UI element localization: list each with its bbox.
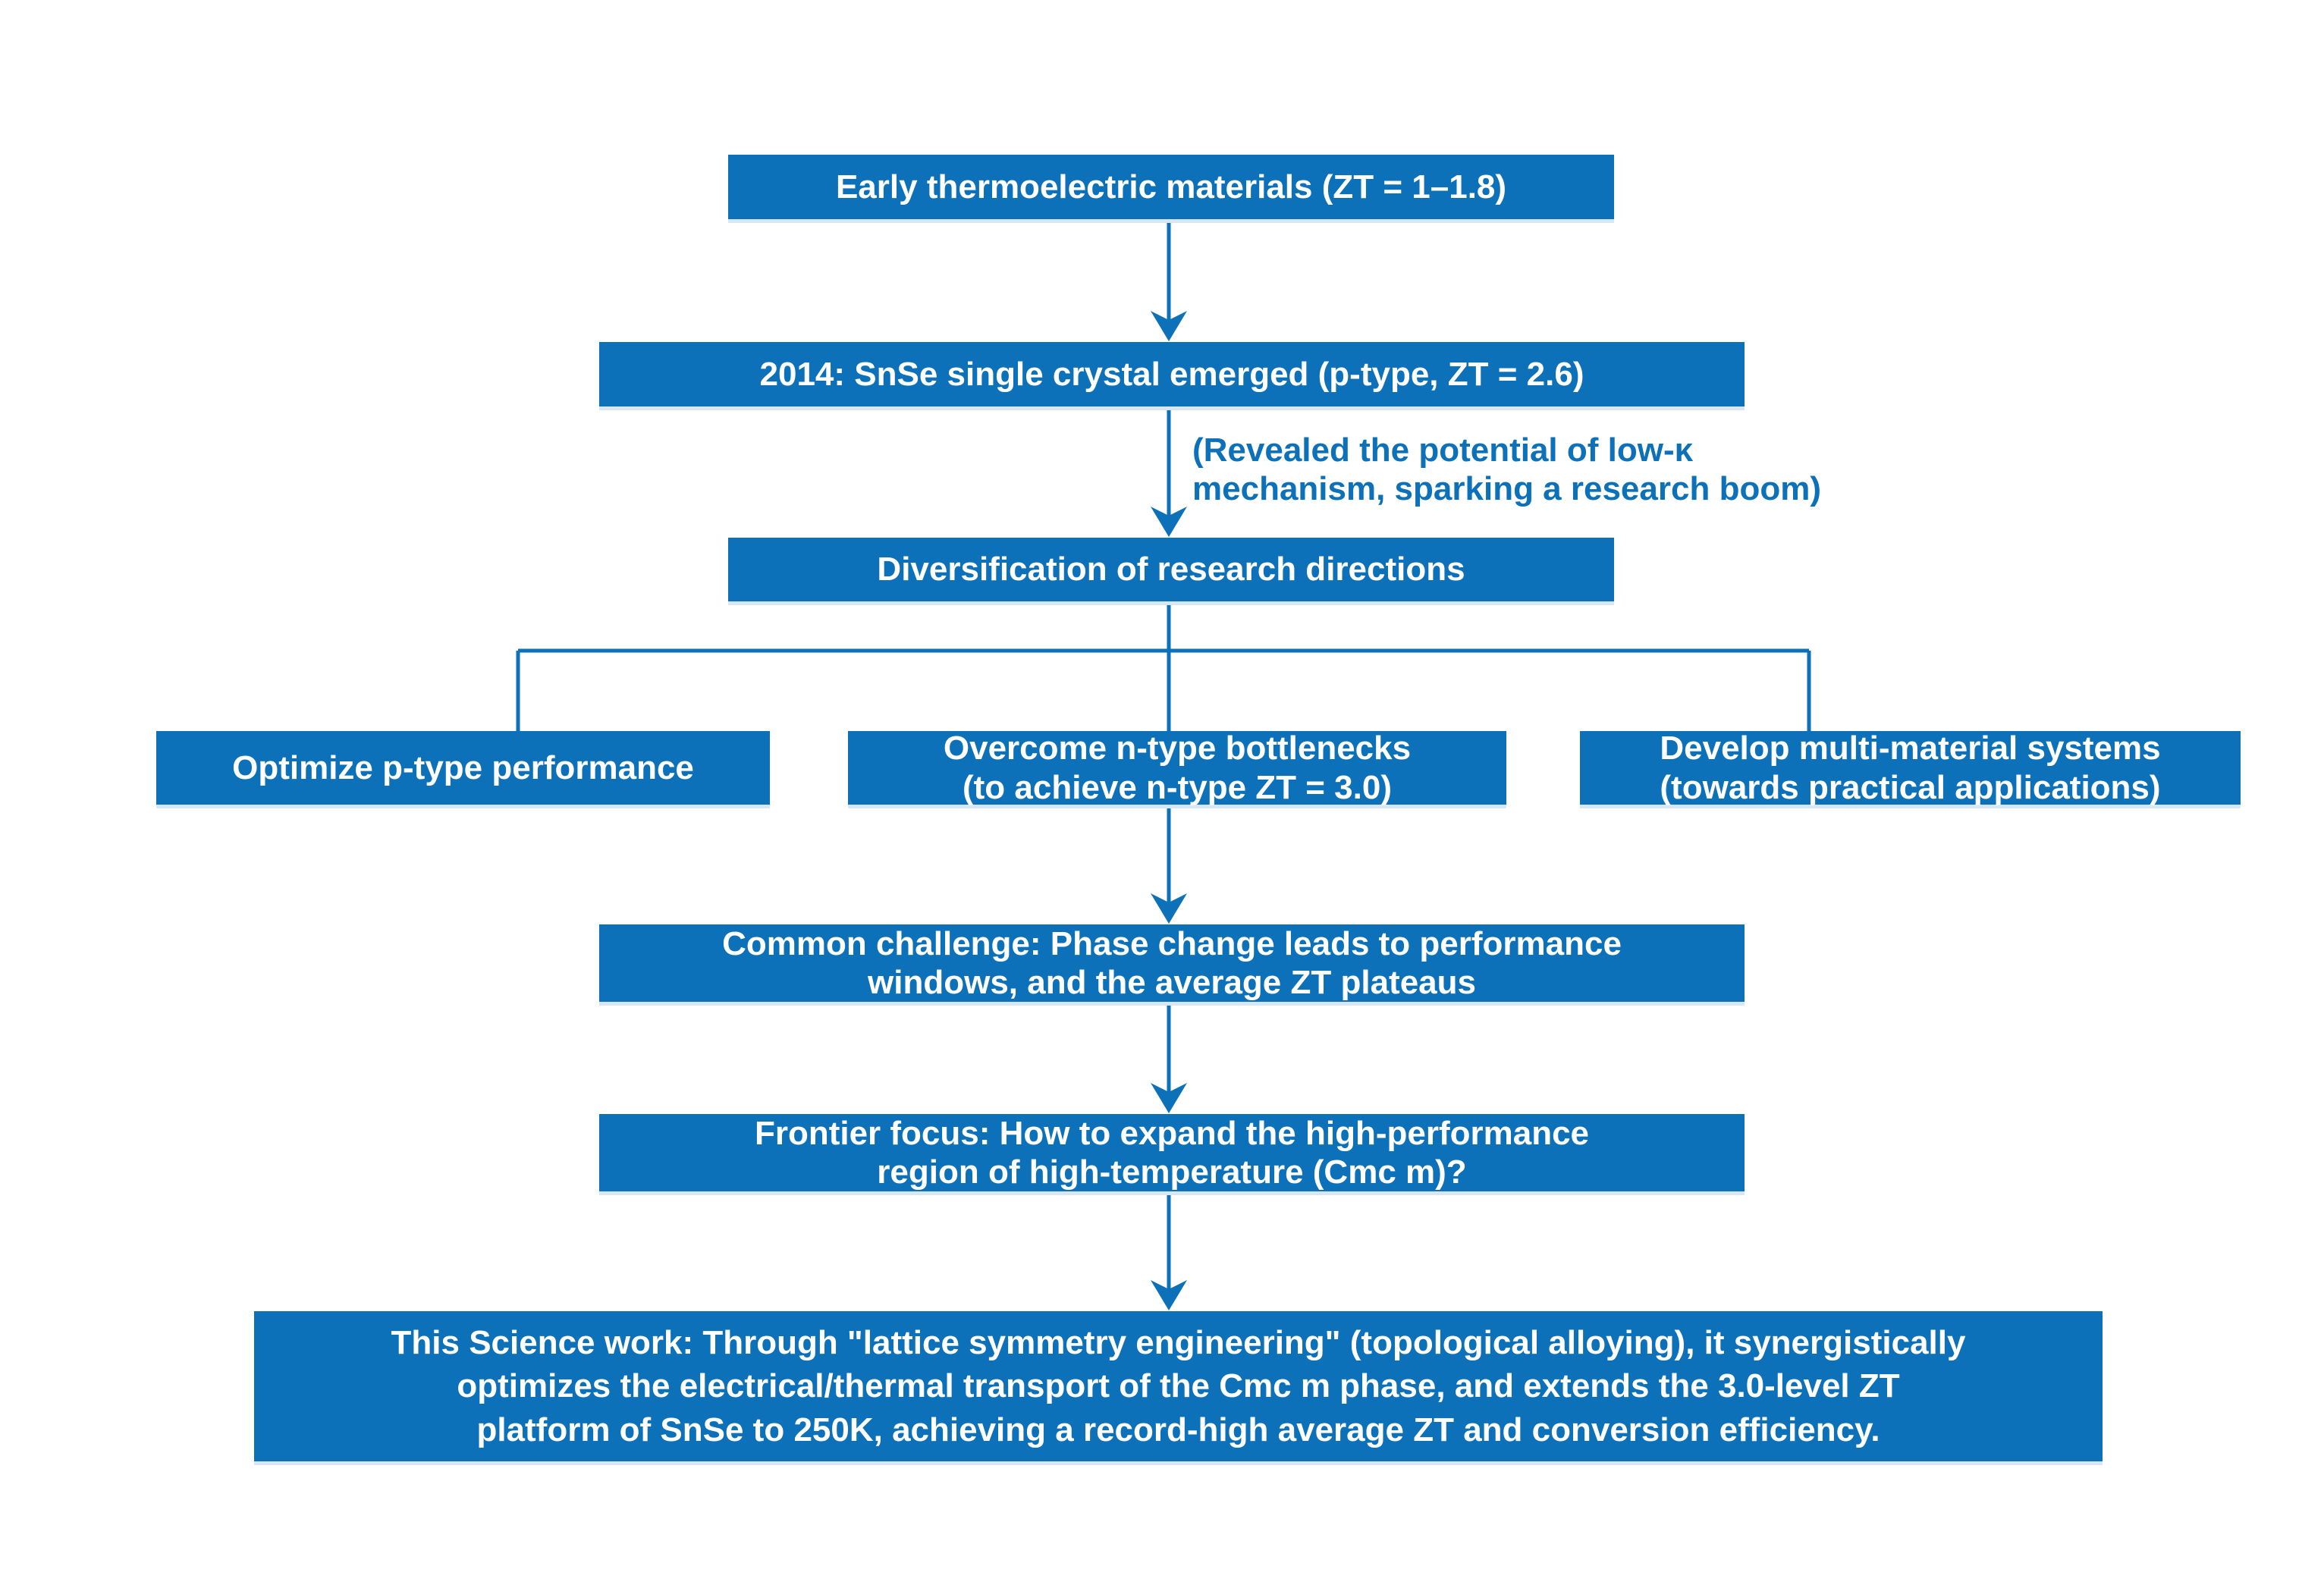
node-common-challenge: Common challenge: Phase change leads to … xyxy=(599,924,1745,1002)
node-science-work: This Science work: Through "lattice symm… xyxy=(254,1311,2103,1461)
node-overcome-ntype: Overcome n-type bottlenecks (to achieve … xyxy=(848,730,1506,806)
node-diversification: Diversification of research directions xyxy=(728,538,1614,601)
annotation-low-kappa-note: (Revealed the potential of low-κ mechani… xyxy=(1192,432,1821,508)
branch-connector xyxy=(516,602,1811,731)
node-multi-material: Develop multi-material systems (towards … xyxy=(1580,730,2241,806)
node-optimize-ptype: Optimize p-type performance xyxy=(156,731,770,805)
node-snse-2014: 2014: SnSe single crystal emerged (p-typ… xyxy=(599,342,1745,406)
node-early-materials: Early thermoelectric materials (ZT = 1–1… xyxy=(728,155,1614,219)
node-frontier-focus: Frontier focus: How to expand the high-p… xyxy=(599,1114,1745,1191)
